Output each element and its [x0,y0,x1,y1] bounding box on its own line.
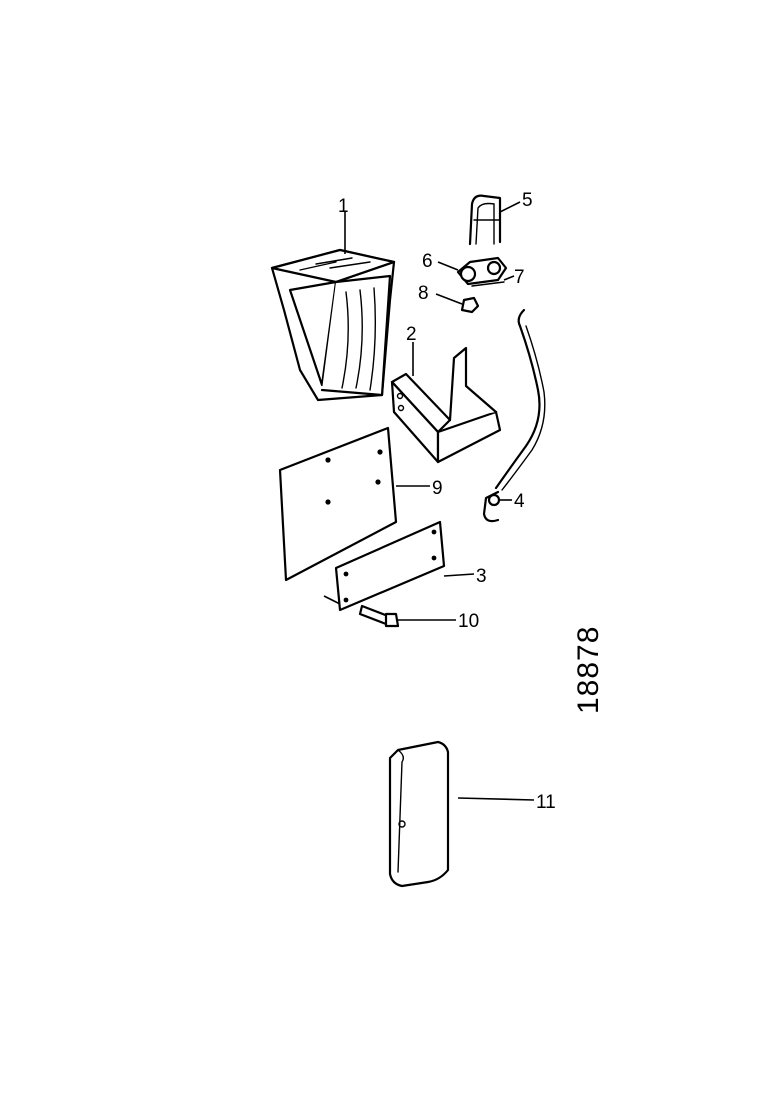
callout-4: 4 [514,491,525,512]
part-6-clamp [456,256,508,286]
part-5-u-clip [468,194,502,246]
callout-7: 7 [514,267,525,288]
drawing-number: 18878 [572,626,605,714]
part-4-strap [482,308,546,523]
part-3-strip-plate [334,520,446,612]
callout-2: 2 [406,324,417,345]
callout-1: 1 [338,196,349,217]
callout-8: 8 [418,283,429,304]
callout-6: 6 [422,251,433,272]
callout-11: 11 [536,792,556,813]
part-2-bracket [390,346,502,464]
part-8-nut [460,296,480,314]
leader-lines [344,201,535,801]
part-11-reflector [388,740,450,888]
part-1-wheel-chock [270,248,396,402]
part-7-washer [471,281,505,287]
callout-9: 9 [432,478,443,499]
part-9-mounting-plate [278,426,398,582]
callouts: 1 2 3 4 5 6 7 8 9 10 11 [338,190,556,813]
callout-5: 5 [522,190,533,211]
callout-3: 3 [476,566,487,587]
part-10-bolt [323,595,400,628]
callout-10: 10 [458,611,479,632]
